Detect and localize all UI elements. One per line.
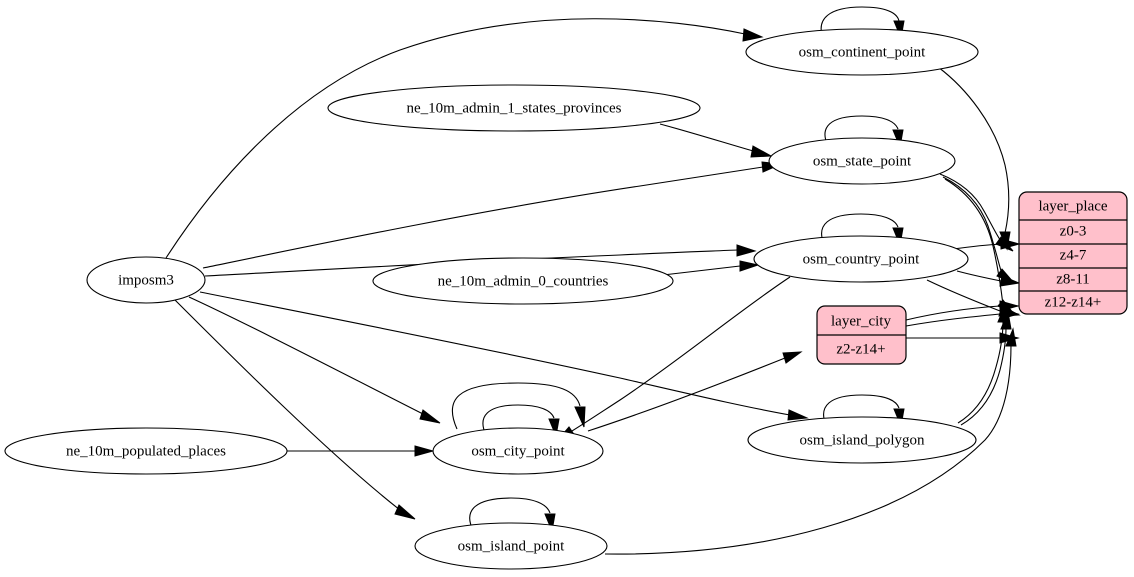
edge-self-osm-city-point-outer[interactable] xyxy=(451,382,586,430)
edge-ne-admin0-to-osm-country-point[interactable] xyxy=(662,260,760,276)
layer-place-z0-3[interactable]: z0-3 xyxy=(1060,223,1087,239)
node-ne-admin0-label: ne_10m_admin_0_countries xyxy=(438,273,609,289)
node-layer-city[interactable]: layer_city z2-z14+ xyxy=(816,305,907,365)
node-ne-10m-populated-places[interactable]: ne_10m_populated_places xyxy=(4,427,288,475)
node-osm-island-point[interactable]: osm_island_point xyxy=(414,522,608,570)
node-osm-country-point[interactable]: osm_country_point xyxy=(753,235,969,283)
layer-city-z2-z14plus[interactable]: z2-z14+ xyxy=(836,341,885,357)
layer-place-title: layer_place xyxy=(1038,198,1107,214)
node-osm-city-point[interactable]: osm_city_point xyxy=(432,427,604,475)
node-osm-continent-point-label: osm_continent_point xyxy=(799,44,926,60)
node-osm-island-polygon-label: osm_island_polygon xyxy=(799,432,925,448)
layer-place-z12-z14plus[interactable]: z12-z14+ xyxy=(1045,294,1102,310)
node-osm-city-point-label: osm_city_point xyxy=(471,443,565,459)
edge-layer-city-to-layer-place-z8-11-b[interactable] xyxy=(905,308,1020,327)
nodes-layer: imposm3 ne_10m_admin_1_states_provinces … xyxy=(4,28,1128,570)
layer-city-title: layer_city xyxy=(831,313,891,329)
node-ne-10m-admin-0-countries[interactable]: ne_10m_admin_0_countries xyxy=(372,257,674,305)
node-osm-island-polygon[interactable]: osm_island_polygon xyxy=(747,416,977,464)
edge-imposm3-to-osm-city-point[interactable] xyxy=(188,296,441,424)
edge-ne-admin1-to-osm-state-point[interactable] xyxy=(659,123,773,158)
node-layer-place[interactable]: layer_place z0-3 z4-7 z8-11 z12-z14+ xyxy=(1018,191,1128,315)
edge-layer-city-to-layer-place-z12[interactable] xyxy=(905,332,1020,344)
edge-ne-populated-to-osm-city-point[interactable] xyxy=(287,445,435,457)
node-osm-state-point[interactable]: osm_state_point xyxy=(768,137,956,185)
node-imposm3-label: imposm3 xyxy=(118,272,174,288)
node-osm-state-point-label: osm_state_point xyxy=(813,153,912,169)
edge-imposm3-to-osm-continent-point[interactable] xyxy=(165,18,764,259)
node-osm-continent-point[interactable]: osm_continent_point xyxy=(745,28,979,76)
edge-imposm3-to-osm-island-polygon[interactable] xyxy=(199,291,809,421)
node-ne-admin1-label: ne_10m_admin_1_states_provinces xyxy=(407,100,622,116)
node-ne-10m-admin-1-states-provinces[interactable]: ne_10m_admin_1_states_provinces xyxy=(327,84,701,132)
node-osm-country-point-label: osm_country_point xyxy=(803,251,920,267)
node-ne-populated-label: ne_10m_populated_places xyxy=(66,443,226,459)
edge-layer-city-to-layer-place-z8-11[interactable] xyxy=(905,300,1020,321)
layer-place-z8-11[interactable]: z8-11 xyxy=(1056,271,1090,287)
node-imposm3[interactable]: imposm3 xyxy=(86,256,206,304)
layer-place-z4-7[interactable]: z4-7 xyxy=(1060,247,1087,263)
edge-imposm3-to-osm-island-point[interactable] xyxy=(174,299,416,520)
edge-osm-city-point-to-layer-city[interactable] xyxy=(587,351,803,432)
edge-osm-country-point-to-layer-place-b[interactable] xyxy=(956,270,1021,287)
edge-osm-island-polygon-to-layer-place-b[interactable] xyxy=(960,310,1012,426)
node-osm-island-point-label: osm_island_point xyxy=(458,538,566,554)
